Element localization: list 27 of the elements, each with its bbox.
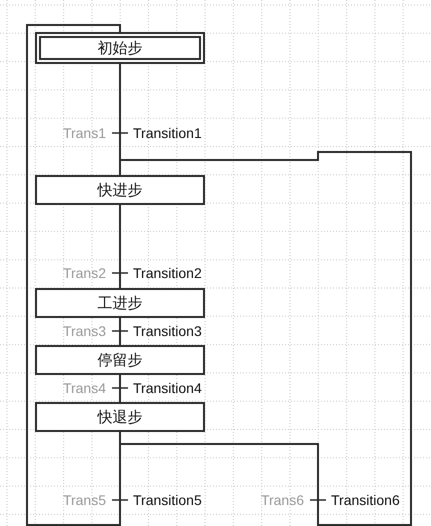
connector-line (119, 432, 319, 494)
transition-condition: Transition3 (133, 325, 202, 337)
transition-condition: Transition6 (331, 494, 400, 506)
initial-step-box: 初始步 (35, 32, 205, 64)
transition-name: Trans2 (62, 267, 106, 279)
connector-line (119, 279, 121, 288)
transition-name: Trans6 (260, 494, 304, 506)
transition-condition: Transition2 (133, 267, 202, 279)
connector-line (119, 375, 121, 382)
transition-name: Trans4 (62, 382, 106, 394)
transition-name: Trans3 (62, 325, 106, 337)
step-box: 快进步 (35, 175, 205, 205)
transition-name: Trans1 (62, 127, 106, 139)
transition-condition: Transition5 (133, 494, 202, 506)
connector-line (119, 394, 121, 402)
step-box: 停留步 (35, 345, 205, 375)
connector-line (119, 337, 121, 345)
connector-line (119, 318, 121, 325)
transition-condition: Transition1 (133, 127, 202, 139)
transition-condition: Transition4 (133, 382, 202, 394)
connector-line (119, 205, 121, 267)
connector-line (119, 151, 412, 526)
step-box: 工进步 (35, 288, 205, 318)
step-box: 快退步 (35, 402, 205, 432)
connector-line (119, 64, 121, 127)
transition-name: Trans5 (62, 494, 106, 506)
connector-line (26, 24, 121, 526)
